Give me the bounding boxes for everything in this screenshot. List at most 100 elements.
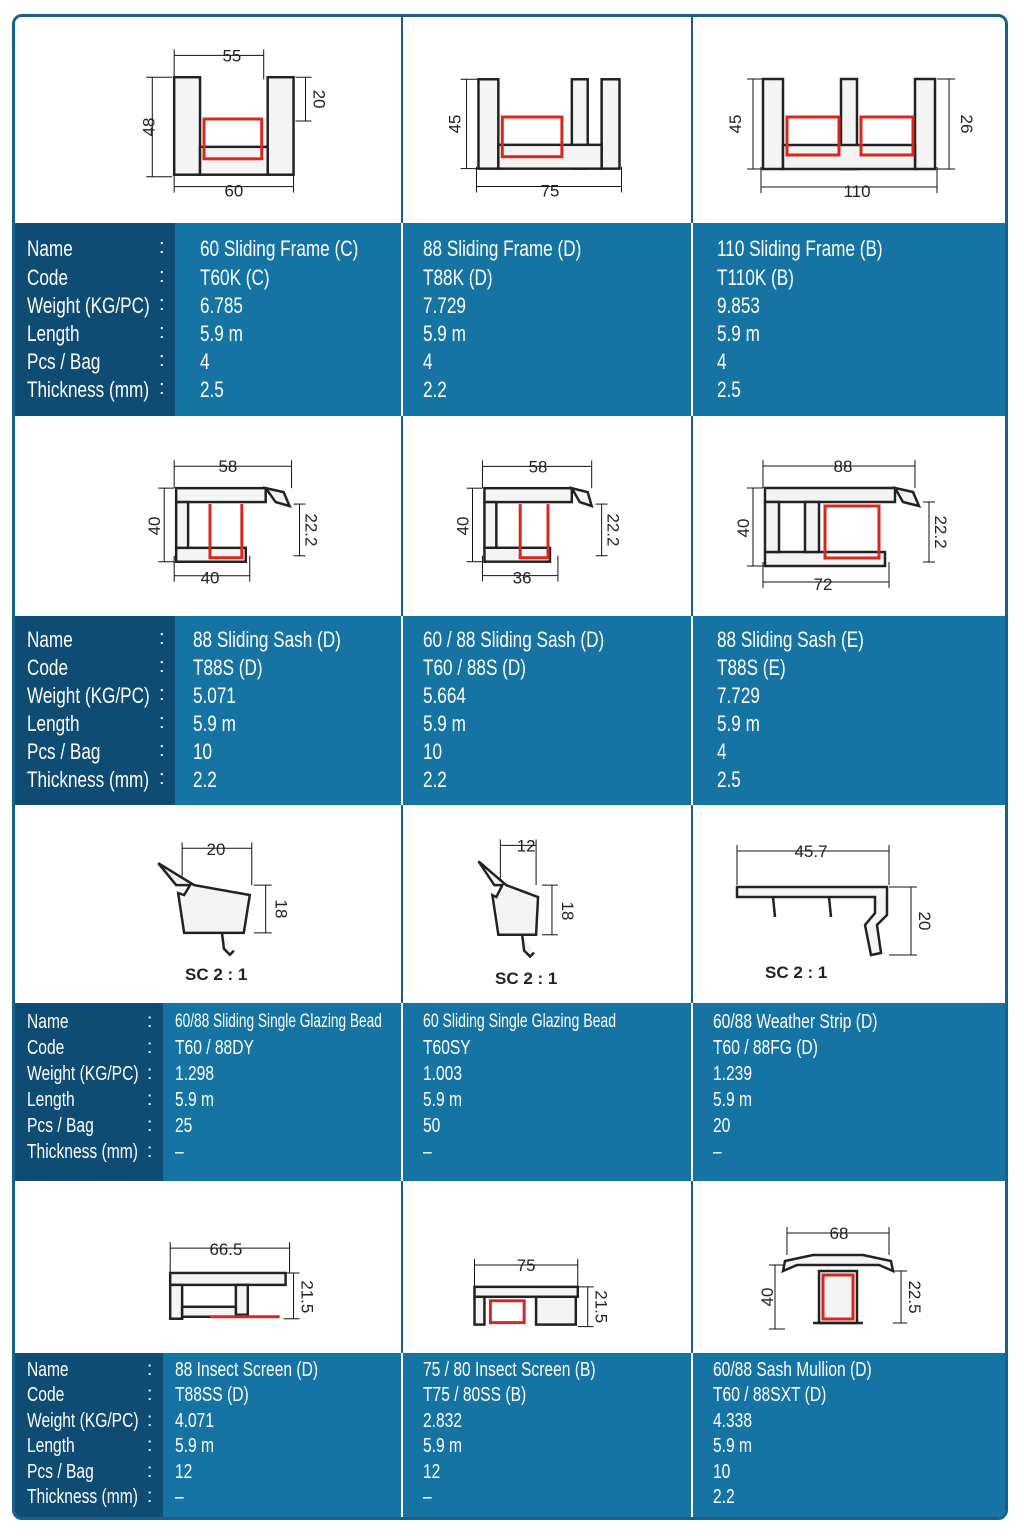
labels-column: Name Code Weight (KG/PC) Length Pcs / Ba… [15,223,175,416]
dim-width-top: 68 [830,1224,849,1243]
product-length: 5.9 m [717,711,760,736]
colon: : [147,1384,153,1405]
product-pcs: 50 [423,1115,441,1137]
colon: : [147,1011,153,1032]
dim-height-left: 40 [758,1288,777,1307]
colon: : [147,1410,153,1431]
product-weight: 6.785 [200,293,243,318]
drawing-88-insect-screen: 66.5 21.5 [15,1181,403,1353]
product-pcs: 4 [717,739,727,764]
drawing-60-glazing-bead: 12 18 SC 2 : 1 [403,805,693,1003]
spec-cell: 60/88 Sash Mullion (D) T60 / 88SXT (D) 4… [693,1353,1005,1517]
dim-height-left: 40 [454,517,473,536]
product-pcs: 10 [423,739,443,764]
product-weight: 4.071 [175,1410,215,1432]
product-length: 5.9 m [423,1089,463,1111]
spec-cell: 88 Sliding Frame (D) T88K (D) 7.729 5.9 … [403,223,693,416]
product-weight: 5.071 [193,683,236,708]
product-code: T60 / 88S (D) [423,655,526,680]
drawing-sash-mullion: 68 40 22.5 [693,1181,1005,1353]
drawing-88-sliding-sash-e: 88 72 40 22.2 [693,416,1005,616]
profile-drawing: 68 40 22.5 [758,1224,924,1330]
product-pcs: 25 [175,1115,193,1137]
product-thickness: – [423,1486,432,1508]
product-length: 5.9 m [423,321,466,346]
drawing-88-sliding-sash-d: 58 40 40 22.2 [15,416,403,616]
colon: : [159,711,165,733]
label-code: Code [27,1384,65,1406]
product-pcs: 12 [175,1461,193,1483]
profile-drawing: 58 40 40 22.2 [145,457,320,587]
dim-height-right: 20 [309,90,328,109]
product-weight: 4.338 [713,1410,753,1432]
product-weight: 2.832 [423,1410,463,1432]
labels-column: Name Code Weight (KG/PC) Length Pcs / Ba… [15,1003,163,1181]
colon: : [159,627,165,649]
label-pcs-bag: Pcs / Bag [27,349,101,374]
product-weight: 1.003 [423,1063,463,1085]
product-code: T60K (C) [200,265,270,290]
product-code: T110K (B) [717,265,794,290]
colon: : [147,1435,153,1456]
product-name: 60 Sliding Frame (C) [200,236,359,261]
dim-height-right: 21.5 [592,1290,611,1323]
product-pcs: 10 [713,1461,731,1483]
product-name: 60/88 Weather Strip (D) [713,1011,878,1033]
profile-drawing: 75 45 [446,78,622,200]
label-weight: Weight (KG/PC) [27,1410,139,1432]
dim-height-right: 20 [915,912,934,931]
product-thickness: 2.2 [193,767,217,792]
product-code: T88S (E) [717,655,786,680]
product-name: 60 / 88 Sliding Sash (D) [423,627,605,652]
product-thickness: 2.2 [713,1486,735,1508]
profile-drawing: 45.7 20 [735,842,934,957]
colon: : [147,1089,153,1110]
product-length: 5.9 m [423,711,466,736]
label-thickness: Thickness (mm) [27,767,150,792]
product-length: 5.9 m [200,321,243,346]
dim-width-top: 88 [834,457,853,476]
product-catalog-sheet: 55 60 48 20 75 45 [12,14,1008,1520]
spec-row-2: Name Code Weight (KG/PC) Length Pcs / Ba… [15,616,1005,805]
product-code: T60 / 88SXT (D) [713,1384,827,1406]
product-thickness: 2.2 [423,767,447,792]
product-name: 88 Sliding Sash (D) [193,627,341,652]
product-weight: 9.853 [717,293,760,318]
spec-row-3: Name Code Weight (KG/PC) Length Pcs / Ba… [15,1003,1005,1181]
dim-width-bottom: 110 [843,182,870,201]
label-code: Code [27,655,69,680]
spec-cell: 88 Sliding Sash (D) T88S (D) 5.071 5.9 m… [175,616,403,805]
drawings-row-3: 20 18 SC 2 : 1 12 18 SC 2 : 1 [15,805,1005,1003]
profile-drawing: 110 45 26 [726,77,976,201]
drawing-75-80-insect-screen: 75 21.5 [403,1181,693,1353]
dim-height-left: 45 [446,115,465,134]
label-weight: Weight (KG/PC) [27,1063,139,1085]
scale-label: SC 2 : 1 [765,963,828,982]
product-weight: 1.239 [713,1063,753,1085]
dim-height-left: 40 [734,519,753,538]
product-code: T75 / 80SS (B) [423,1384,527,1406]
product-pcs: 4 [717,349,727,374]
labels-column: Name Code Weight (KG/PC) Length Pcs / Ba… [15,1353,163,1517]
colon: : [147,1063,153,1084]
product-name: 60 Sliding Single Glazing Bead [423,1011,617,1032]
dim-width-top: 55 [222,46,241,65]
product-pcs: 20 [713,1115,731,1137]
label-code: Code [27,265,69,290]
label-thickness: Thickness (mm) [27,377,150,402]
product-weight: 5.664 [423,683,466,708]
colon: : [159,293,165,315]
product-length: 5.9 m [423,1435,463,1457]
product-name: 88 Sliding Frame (D) [423,236,582,261]
colon: : [159,349,165,371]
label-pcs-bag: Pcs / Bag [27,739,101,764]
product-length: 5.9 m [175,1435,215,1457]
dim-height-right: 21.5 [298,1280,317,1313]
colon: : [159,683,165,705]
label-pcs-bag: Pcs / Bag [27,1461,94,1483]
dim-width-top: 58 [529,457,548,476]
label-thickness: Thickness (mm) [27,1486,138,1508]
colon: : [147,1115,153,1136]
dim-height-right: 22.2 [301,513,320,546]
colon: : [159,265,165,287]
